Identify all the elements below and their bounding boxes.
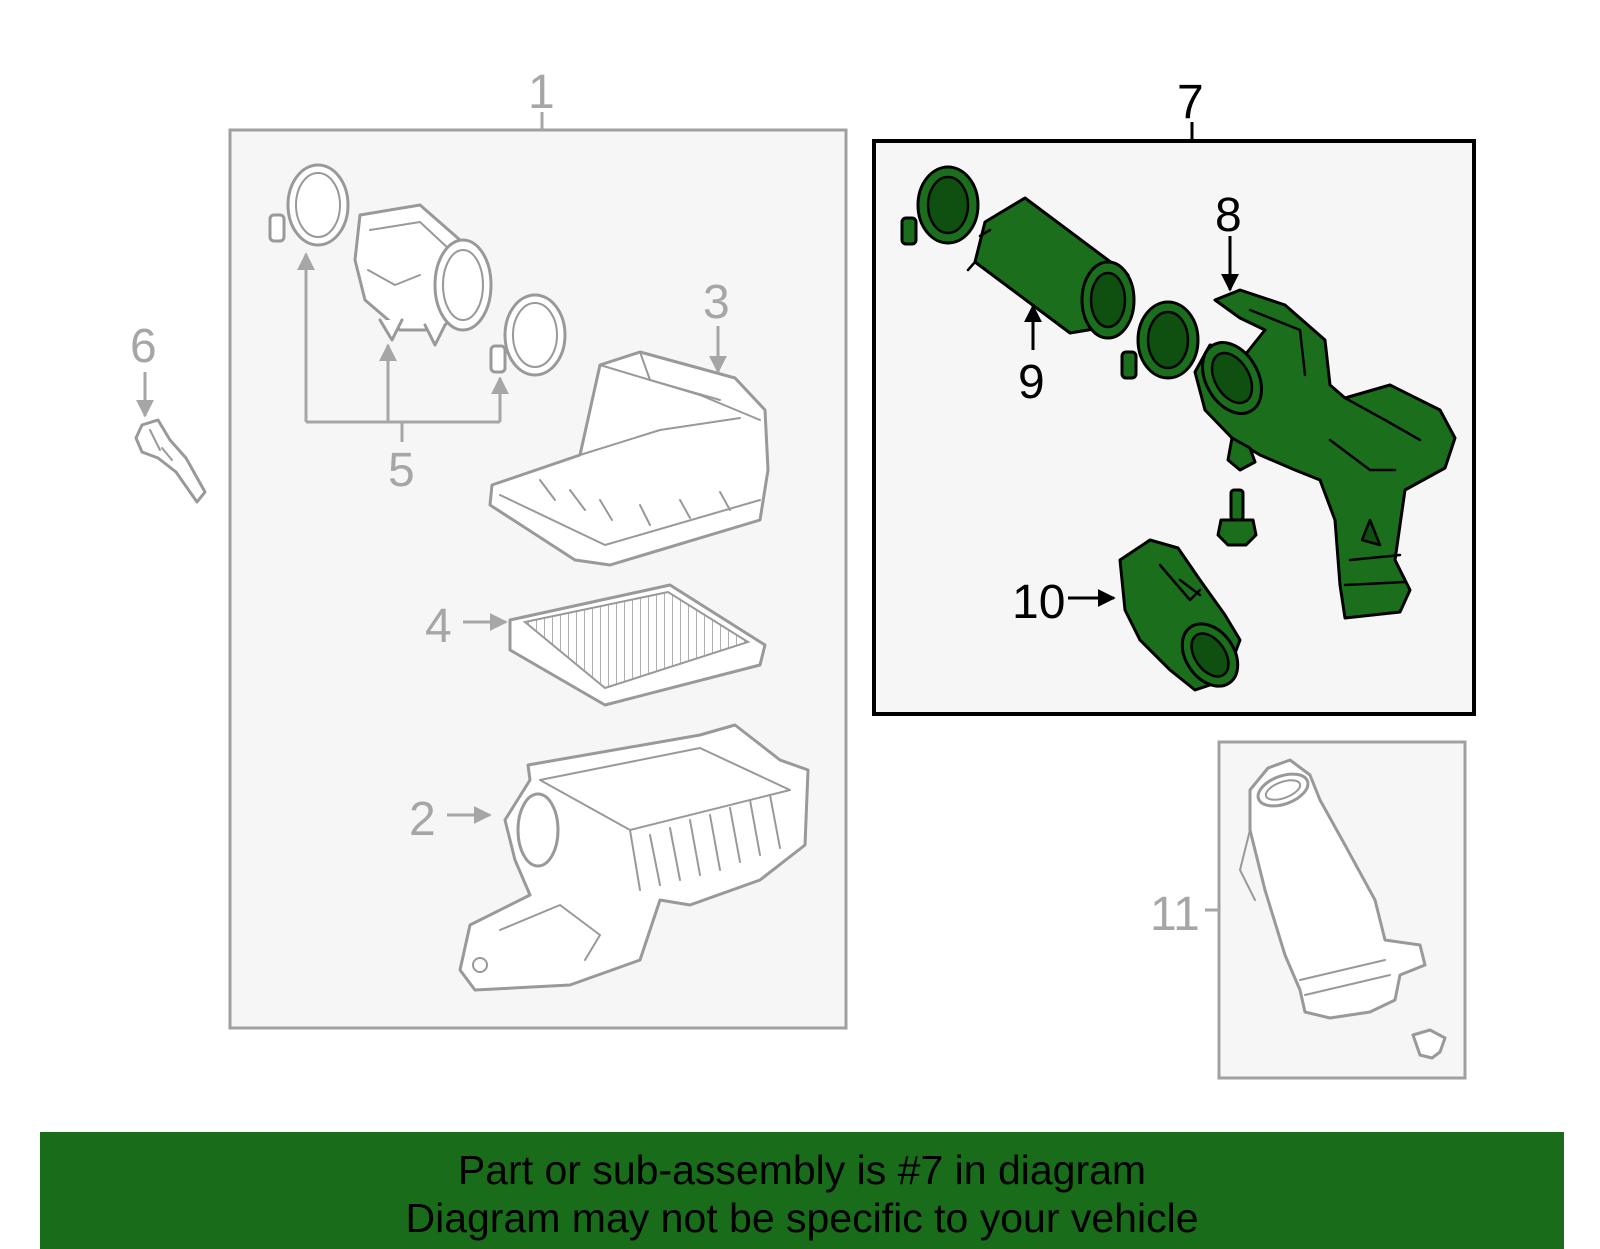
callout-4[interactable]: 4 bbox=[425, 600, 452, 653]
callout-7[interactable]: 7 bbox=[1177, 76, 1204, 129]
elbow-duct-part[interactable] bbox=[1118, 538, 1249, 697]
clamp-right-part[interactable] bbox=[489, 293, 567, 377]
callout-5[interactable]: 5 bbox=[388, 444, 415, 497]
intake-hose-part[interactable] bbox=[966, 196, 1136, 340]
clamp-green-2-part[interactable] bbox=[1120, 300, 1200, 380]
callout-6[interactable]: 6 bbox=[130, 320, 157, 373]
resonator-duct-part[interactable] bbox=[1190, 288, 1457, 620]
callout-10[interactable]: 10 bbox=[1012, 576, 1065, 629]
callout-11[interactable]: 11 bbox=[1150, 888, 1200, 941]
clamp-left-part[interactable] bbox=[268, 163, 350, 247]
callout-9[interactable]: 9 bbox=[1018, 356, 1045, 409]
air-filter-part[interactable] bbox=[508, 583, 767, 707]
lower-housing-part[interactable] bbox=[458, 723, 810, 992]
callout-5-leaders bbox=[297, 252, 509, 442]
push-clip-part[interactable] bbox=[134, 418, 207, 504]
outlet-duct-part[interactable] bbox=[1239, 758, 1447, 1060]
bolt-part[interactable] bbox=[1216, 488, 1258, 547]
assembly-11-group: 11 bbox=[1150, 740, 1467, 1080]
info-banner: Part or sub-assembly is #7 in diagram Di… bbox=[40, 1132, 1564, 1249]
callout-8[interactable]: 8 bbox=[1215, 189, 1242, 242]
callout-3[interactable]: 3 bbox=[703, 276, 730, 329]
banner-line-1: Part or sub-assembly is #7 in diagram bbox=[457, 1147, 1147, 1193]
callout-1[interactable]: 1 bbox=[528, 66, 555, 119]
housing-cover-part[interactable] bbox=[488, 350, 770, 567]
callout-2[interactable]: 2 bbox=[409, 793, 436, 846]
assembly-1-group: 1 5 bbox=[228, 66, 848, 1030]
assembly-7-group: 7 9 bbox=[872, 76, 1476, 716]
banner-line-2: Diagram may not be specific to your vehi… bbox=[405, 1195, 1199, 1241]
sensor-housing-part[interactable] bbox=[353, 203, 493, 347]
clamp-green-1-part[interactable] bbox=[900, 165, 980, 246]
